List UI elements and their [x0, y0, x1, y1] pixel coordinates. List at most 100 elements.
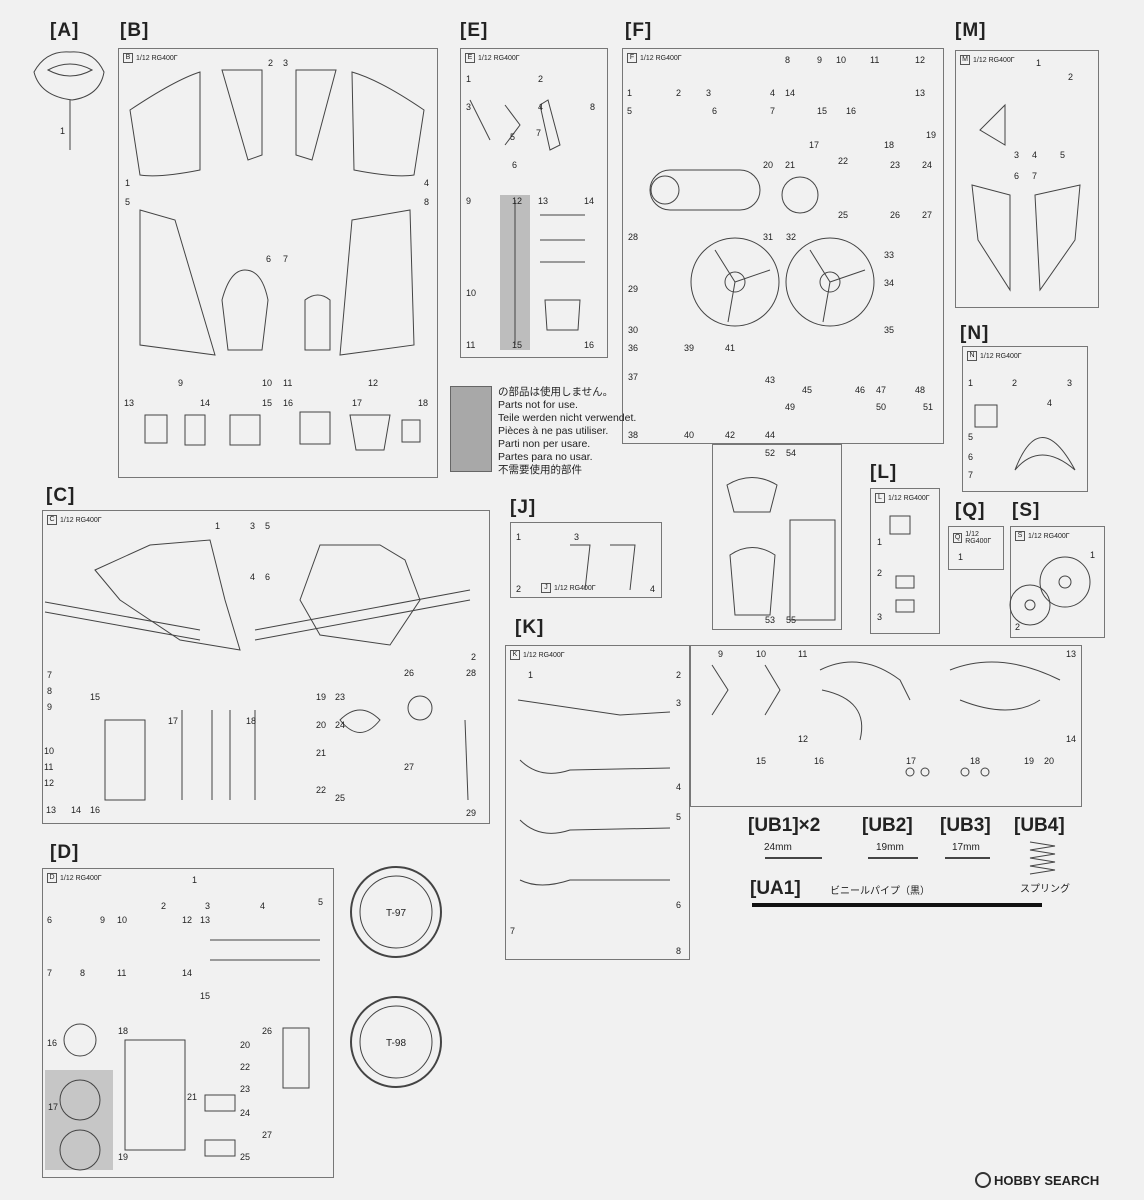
- part-number-c-12: 12: [44, 778, 55, 788]
- section-title-m: [M]: [955, 20, 987, 41]
- part-number-f-44: 44: [765, 430, 776, 440]
- part-number-f-35: 35: [884, 325, 895, 335]
- part-number-b-18: 18: [418, 398, 429, 408]
- part-number-d-16: 16: [47, 1038, 58, 1048]
- part-number-f-49: 49: [785, 402, 796, 412]
- part-number-f-9: 9: [817, 55, 823, 65]
- part-number-e-4: 4: [538, 102, 544, 112]
- part-number-d-12: 12: [182, 915, 193, 925]
- part-number-f-54: 54: [786, 448, 797, 458]
- part-number-f-23: 23: [890, 160, 901, 170]
- hobby-search-watermark: HOBBY SEARCH: [975, 1172, 1099, 1188]
- part-number-c-6: 6: [265, 572, 271, 582]
- part-number-d-18: 18: [118, 1026, 129, 1036]
- legend-line: Partes para no usar.: [498, 451, 593, 463]
- part-number-l-1: 1: [877, 537, 883, 547]
- part-number-c-29: 29: [466, 808, 477, 818]
- section-title-k: [K]: [515, 617, 545, 638]
- legend-line: Parti non per usare.: [498, 438, 591, 450]
- part-number-c-16: 16: [90, 805, 101, 815]
- part-number-k-18: 18: [970, 756, 981, 766]
- part-number-f-34: 34: [884, 278, 895, 288]
- part-number-f-16: 16: [846, 106, 857, 116]
- part-number-f-27: 27: [922, 210, 933, 220]
- sprue-frame-f-lower: [712, 444, 842, 630]
- part-number-f-30: 30: [628, 325, 639, 335]
- part-number-b-15: 15: [262, 398, 273, 408]
- ub3-label: [UB3]: [940, 815, 991, 836]
- part-number-k-13: 13: [1066, 649, 1077, 659]
- part-number-b-2: 2: [268, 58, 274, 68]
- part-number-m-1: 1: [1036, 58, 1042, 68]
- part-number-m-2: 2: [1068, 72, 1074, 82]
- part-number-l-2: 2: [877, 568, 883, 578]
- ub3-length: 17mm: [952, 842, 980, 853]
- part-number-b-13: 13: [124, 398, 135, 408]
- part-number-k-3: 3: [676, 698, 682, 708]
- part-number-m-6: 6: [1014, 171, 1020, 181]
- part-number-f-5: 5: [627, 106, 633, 116]
- part-number-d-11: 11: [117, 968, 127, 978]
- part-l-q-s-pieces: [889, 515, 1091, 626]
- part-number-f-6: 6: [712, 106, 718, 116]
- part-number-b-14: 14: [200, 398, 211, 408]
- part-number-b-16: 16: [283, 398, 294, 408]
- part-number-e-8: 8: [590, 102, 596, 112]
- part-number-e-13: 13: [538, 196, 549, 206]
- part-number-d-23: 23: [240, 1084, 251, 1094]
- part-number-f-43: 43: [765, 375, 776, 385]
- part-number-f-2: 2: [676, 88, 682, 98]
- part-number-c-18: 18: [246, 716, 257, 726]
- part-number-d-19: 19: [118, 1152, 129, 1162]
- part-number-k-2: 2: [676, 670, 682, 680]
- part-number-f-40: 40: [684, 430, 695, 440]
- part-number-d-14: 14: [182, 968, 193, 978]
- part-number-f-24: 24: [922, 160, 933, 170]
- part-number-e-2: 2: [538, 74, 544, 84]
- legend-line: Pièces à ne pas utiliser.: [498, 425, 609, 437]
- part-number-j-3: 3: [574, 532, 580, 542]
- part-number-d-24: 24: [240, 1108, 251, 1118]
- part-number-e-11: 11: [466, 340, 476, 350]
- part-number-f-20: 20: [763, 160, 774, 170]
- part-number-m-4: 4: [1032, 150, 1038, 160]
- part-number-k-11: 11: [798, 649, 808, 659]
- part-number-k-6: 6: [676, 900, 682, 910]
- part-number-c-8: 8: [47, 686, 53, 696]
- part-number-f-38: 38: [628, 430, 639, 440]
- part-number-e-12: 12: [512, 196, 523, 206]
- part-number-k-5: 5: [676, 812, 682, 822]
- part-number-f-28: 28: [628, 232, 639, 242]
- part-number-n-6: 6: [968, 452, 974, 462]
- part-number-c-3: 3: [250, 521, 256, 531]
- part-number-n-4: 4: [1047, 398, 1053, 408]
- part-number-c-14: 14: [71, 805, 82, 815]
- part-e-pieces: [469, 99, 585, 350]
- part-number-b-9: 9: [178, 378, 184, 388]
- part-number-d-27: 27: [262, 1130, 273, 1140]
- legend-line: Teile werden nicht verwendet.: [498, 412, 637, 424]
- part-number-d-22: 22: [240, 1062, 251, 1072]
- part-number-e-1: 1: [466, 74, 472, 84]
- part-number-e-14: 14: [584, 196, 595, 206]
- part-number-c-9: 9: [47, 702, 53, 712]
- part-number-f-42: 42: [725, 430, 736, 440]
- part-number-k-10: 10: [756, 649, 767, 659]
- section-title-a: [A]: [50, 20, 80, 41]
- part-number-f-39: 39: [684, 343, 695, 353]
- tire-t97: [350, 866, 442, 958]
- part-number-s-2: 2: [1015, 622, 1021, 632]
- part-number-k-16: 16: [814, 756, 825, 766]
- part-number-e-5: 5: [510, 132, 516, 142]
